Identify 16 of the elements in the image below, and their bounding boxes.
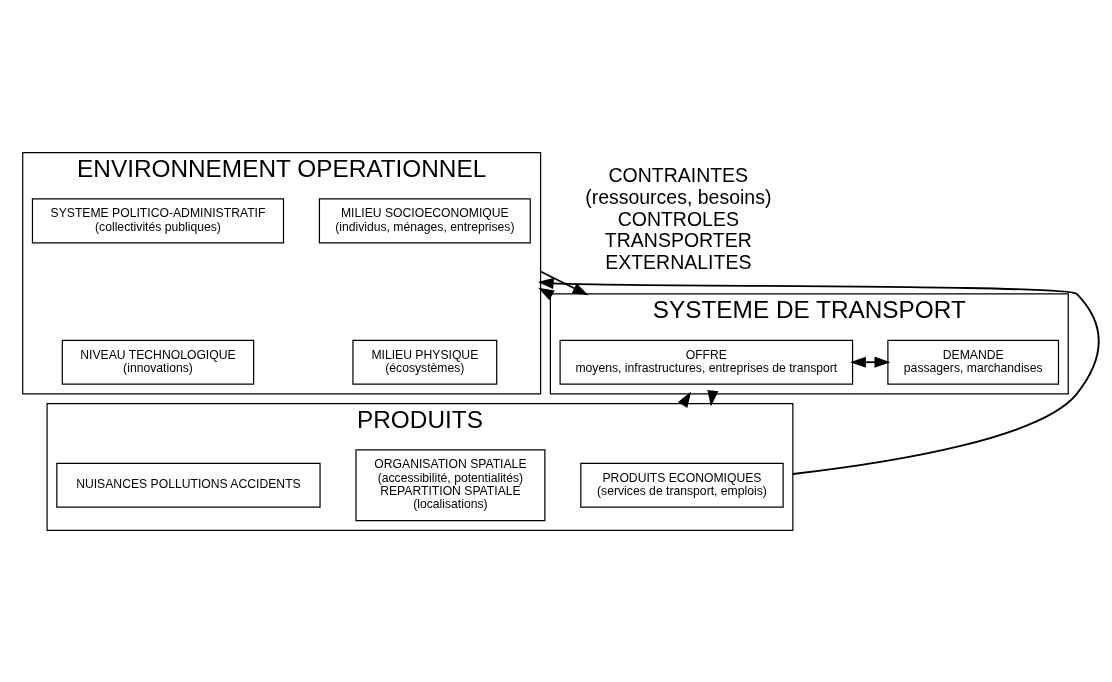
label: (ressources, besoins) bbox=[585, 185, 772, 208]
node-box: MILIEU PHYSIQUE (écosystèmes) bbox=[352, 339, 498, 385]
node-box: SYSTEME POLITICO-ADMINISTRATIF (collectivités publiques) bbox=[31, 197, 285, 243]
node-box: PRODUITS ECONOMIQUES (services de transport, emplois) bbox=[580, 462, 784, 508]
arrow bbox=[537, 277, 1100, 475]
label: TRANSPORTER bbox=[604, 228, 752, 251]
node-box: NIVEAU TECHNOLOGIQUE (innovations) bbox=[61, 339, 255, 385]
arrow bbox=[850, 356, 891, 368]
node-box: NUISANCES POLLUTIONS ACCIDENTS bbox=[56, 462, 321, 508]
node-box: ORGANISATION SPATIALE (accessibilité, potentialités) REPARTITION SPATIALE (localisations) bbox=[355, 448, 546, 521]
label: CONTROLES bbox=[617, 206, 739, 229]
node-box: OFFRE moyens, infrastructures, entreprises de transport bbox=[559, 339, 854, 385]
label: EXTERNALITES bbox=[605, 250, 752, 273]
label: CONTRAINTES bbox=[608, 163, 749, 186]
node-box: DEMANDE passagers, marchandises bbox=[887, 339, 1060, 385]
node-box: MILIEU SOCIOECONOMIQUE (individus, ménages, entreprises) bbox=[318, 197, 531, 243]
